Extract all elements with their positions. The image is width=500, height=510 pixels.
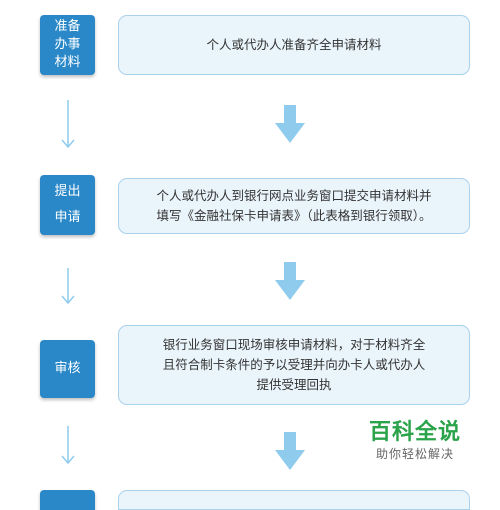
step-1-label-line-1: 准备 (54, 19, 81, 34)
step-4-content-box (118, 490, 470, 510)
step-2-content-line-2: 填写《金融社保卡申请表》（此表格到银行领取）。 (156, 208, 432, 223)
down-arrow-icon (275, 262, 305, 300)
step-1-label: 准备 办事 材料 (40, 15, 95, 75)
step-1-label-line-3: 材料 (54, 55, 81, 70)
down-arrow-icon (61, 100, 75, 149)
step-3-content-box: 银行业务窗口现场审核申请材料，对于材料齐全 且符合制卡条件的予以受理并向办卡人或… (118, 325, 470, 405)
step-3-label: 审核 (40, 340, 95, 398)
watermark: 百科全说 助你轻松解决 (360, 420, 470, 462)
step-3-label-line-1: 审核 (54, 361, 81, 376)
step-2-content-line-1: 个人或代办人到银行网点业务窗口提交申请材料并 (156, 188, 432, 203)
down-arrow-icon (61, 426, 75, 465)
down-arrow-icon (275, 432, 305, 470)
step-1-label-line-2: 办事 (54, 37, 81, 52)
down-arrow-icon (275, 105, 305, 143)
watermark-title: 百科全说 (368, 420, 461, 445)
watermark-subtitle: 助你轻松解决 (375, 447, 454, 461)
step-2-label-line-2: 申请 (54, 210, 81, 225)
step-4-label (40, 490, 95, 510)
step-3-content-line-1: 银行业务窗口现场审核申请材料，对于材料齐全 (162, 337, 426, 352)
step-2-label: 提出 申请 (40, 175, 95, 235)
step-1-content-box: 个人或代办人准备齐全申请材料 (118, 15, 470, 75)
down-arrow-icon (61, 268, 75, 305)
step-2-label-line-1: 提出 (54, 184, 81, 199)
step-3-content-line-2: 且符合制卡条件的予以受理并向办卡人或代办人 (162, 357, 426, 372)
step-3-content-line-3: 提供受理回执 (256, 377, 332, 392)
step-2-content-box: 个人或代办人到银行网点业务窗口提交申请材料并 填写《金融社保卡申请表》（此表格到… (118, 178, 470, 234)
step-1-content-line-1: 个人或代办人准备齐全申请材料 (206, 37, 382, 52)
